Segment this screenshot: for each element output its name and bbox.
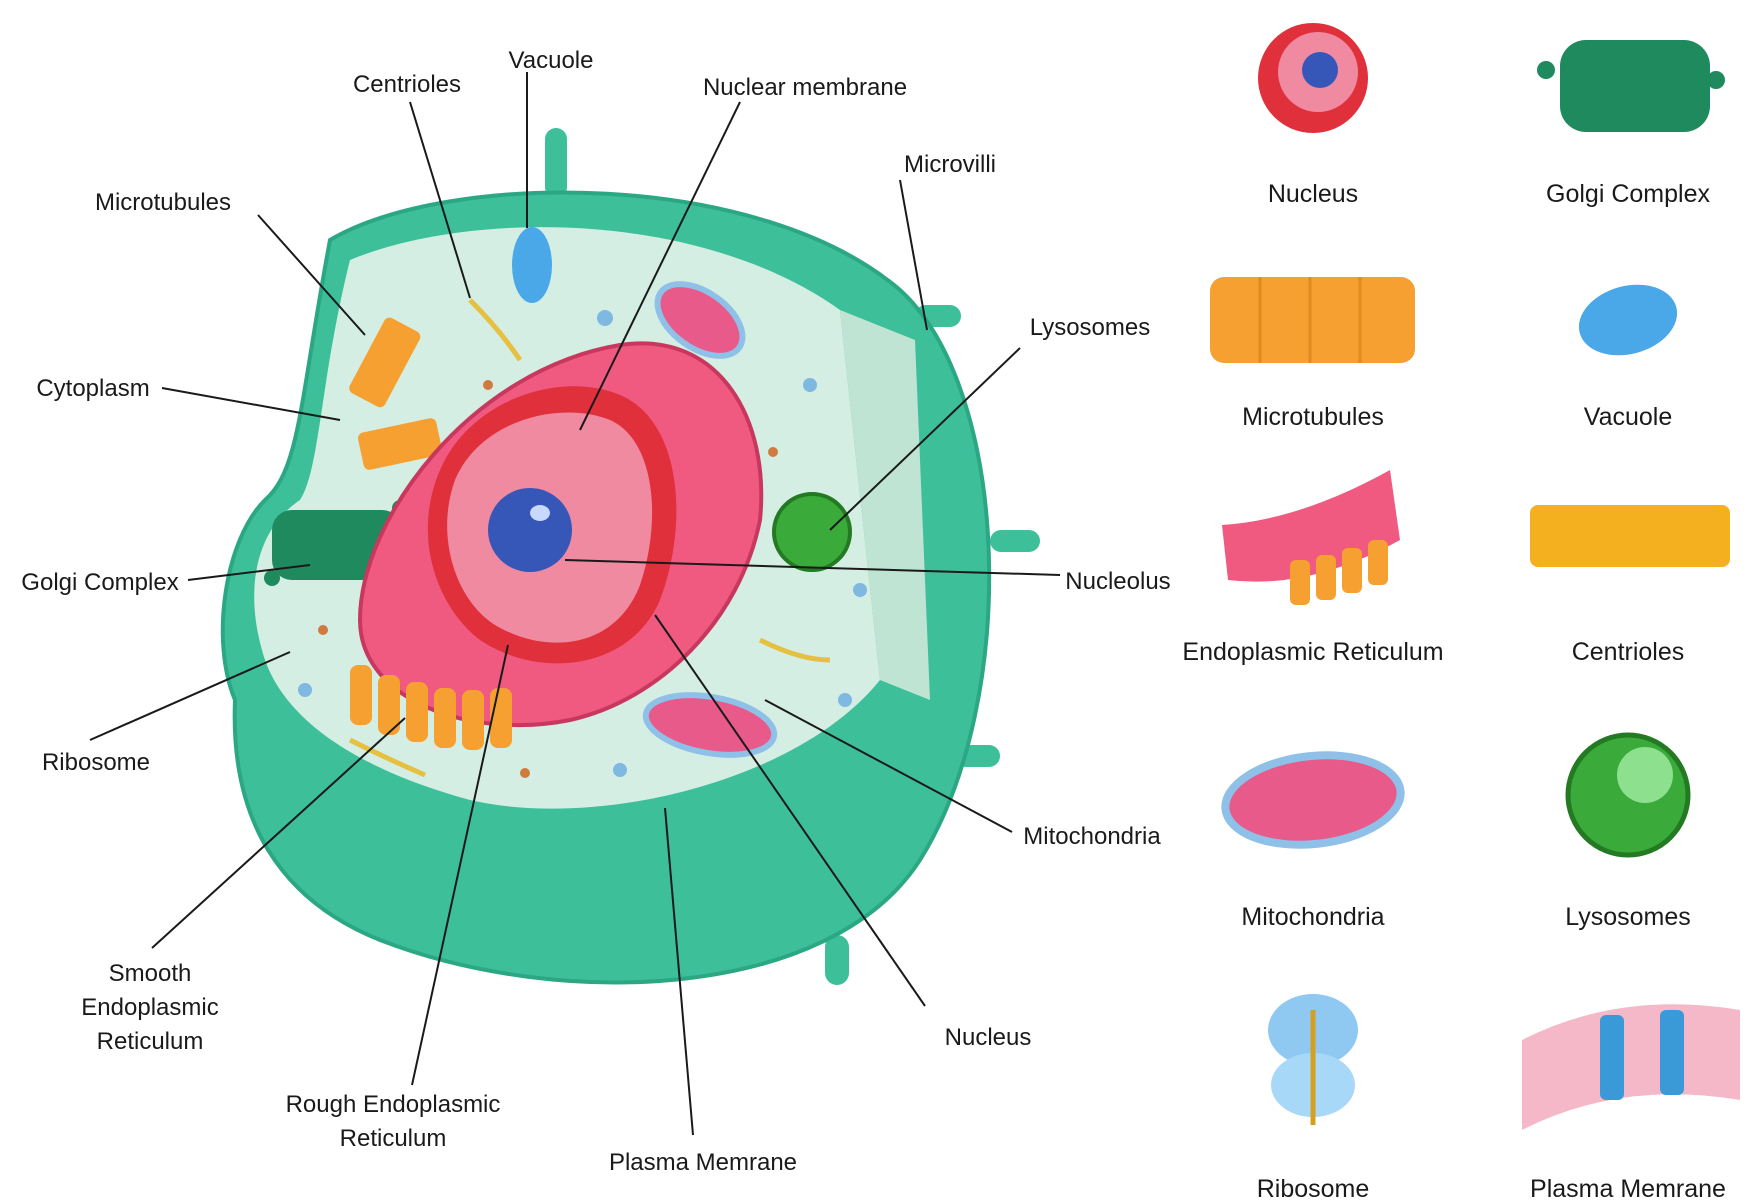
label-plasma-membrane: Plasma Memrane [609, 1149, 797, 1176]
label-mitochondria: Mitochondria [1023, 823, 1161, 850]
label-vacuole: Vacuole [509, 47, 594, 74]
label-microtubules: Microtubules [95, 189, 231, 216]
legend-centrioles: Centrioles [1530, 505, 1730, 666]
label-rough-er-2: Reticulum [340, 1125, 447, 1152]
label-rough-er-1: Rough Endoplasmic [286, 1091, 501, 1118]
label-nucleus: Nucleus [945, 1024, 1032, 1051]
legend-plasma-membrane-caption: Plasma Memrane [1530, 1175, 1726, 1203]
label-golgi-complex: Golgi Complex [21, 569, 178, 596]
label-nucleolus: Nucleolus [1065, 568, 1170, 595]
legend-lysosomes-caption: Lysosomes [1565, 903, 1691, 931]
nucleolus-shape [488, 488, 572, 572]
cell-illustration [223, 128, 1040, 985]
legend-vacuole-caption: Vacuole [1584, 403, 1673, 431]
label-centrioles: Centrioles [353, 71, 461, 98]
legend-mitochondria: Mitochondria [1221, 747, 1405, 931]
legend-mitochondria-caption: Mitochondria [1241, 903, 1384, 931]
legend-er-caption: Endoplasmic Reticulum [1182, 638, 1443, 666]
legend-golgi-caption: Golgi Complex [1546, 180, 1710, 208]
label-smooth-er-1: Smooth [109, 960, 192, 987]
legend-ribosome: Ribosome [1257, 994, 1370, 1203]
label-ribosome: Ribosome [42, 749, 150, 776]
legend-plasma-membrane: Plasma Memrane [1522, 1004, 1740, 1203]
label-smooth-er-3: Reticulum [97, 1028, 204, 1055]
label-microvilli: Microvilli [904, 151, 996, 178]
legend-vacuole: Vacuole [1571, 274, 1685, 431]
label-lysosomes: Lysosomes [1030, 314, 1151, 341]
legend-lysosomes: Lysosomes [1565, 735, 1691, 931]
vacuole-shape [512, 227, 552, 303]
legend-golgi: Golgi Complex [1537, 40, 1725, 208]
legend-microtubules: Microtubules [1210, 277, 1415, 431]
legend-grid: Nucleus Golgi Complex Microtubules Vacuo… [1182, 23, 1740, 1203]
label-cytoplasm: Cytoplasm [36, 375, 149, 402]
legend-nucleus-caption: Nucleus [1268, 180, 1358, 208]
legend-centrioles-caption: Centrioles [1572, 638, 1685, 666]
legend-ribosome-caption: Ribosome [1257, 1175, 1370, 1203]
legend-microtubules-caption: Microtubules [1242, 403, 1384, 431]
legend-er: Endoplasmic Reticulum [1182, 470, 1443, 666]
legend-nucleus: Nucleus [1258, 23, 1368, 208]
label-nuclear-membrane: Nuclear membrane [703, 74, 907, 101]
lysosome-shape [774, 494, 850, 570]
label-smooth-er-2: Endoplasmic [81, 994, 218, 1021]
